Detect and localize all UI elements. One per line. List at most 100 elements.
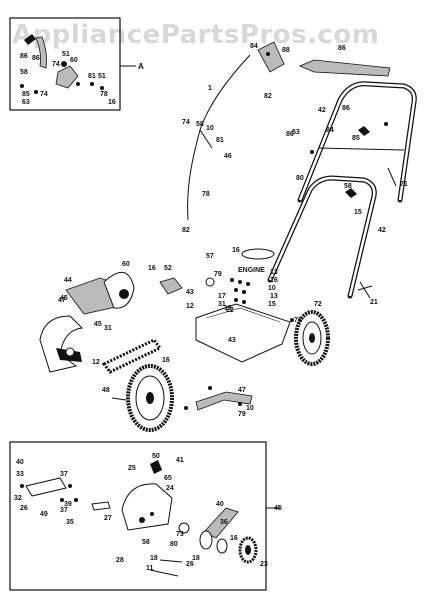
part-callout: 85 [352,135,360,142]
axle-bolt [111,397,127,401]
part-callout: 84 [326,127,334,134]
part-callout: 37 [60,507,68,514]
part-callout: 12 [92,359,100,366]
pulley [216,538,228,554]
part-callout: 22 [226,307,234,314]
engine-nut [234,288,238,292]
part-callout: 81 [216,137,224,144]
part-callout: 86 [338,45,346,52]
handle-bolt [384,122,388,126]
washer-part [100,86,104,90]
part-callout: 39 [64,501,72,508]
engine-nut [234,298,238,302]
engine-nut [246,282,250,286]
part-callout: 31 [218,301,226,308]
part-callout: 52 [164,265,172,272]
part-callout: 43 [186,289,194,296]
inset-frame [9,441,267,591]
part-callout: 37 [60,471,68,478]
guard-bolt [139,517,145,523]
part-callout: 46 [224,153,232,160]
rod [149,569,179,577]
part-callout: 80 [170,541,178,548]
screw-part [20,84,24,88]
part-callout: 58 [196,121,204,128]
part-callout: 53 [292,129,300,136]
shaft-washer [74,498,78,502]
part-callout: 86 [20,53,28,60]
part-callout: 44 [64,277,72,284]
part-callout: 47 [238,387,246,394]
part-callout: 78 [100,91,108,98]
wheel-bolt [359,281,371,299]
spring [159,559,183,563]
part-callout: 45 [60,295,68,302]
part-callout: 16 [232,247,240,254]
part-callout: 15 [268,301,276,308]
part-callout: 63 [22,99,30,106]
engine-nut [238,280,242,284]
part-callout: 40 [216,501,224,508]
part-callout: 51 [98,73,106,80]
handle-knob [358,126,370,136]
part-callout: 1 [208,85,212,92]
blade-arm [203,507,239,539]
part-callout: 16 [230,535,238,542]
part-callout: 26 [20,505,28,512]
throttle-control [257,41,285,73]
part-callout: 74 [182,119,190,126]
drive-belt [101,338,163,374]
handle-crossbar [317,147,405,151]
engine-label: ENGINE [238,267,265,274]
blade-guard [39,315,84,373]
part-callout: 58 [344,183,352,190]
bearing [178,522,190,534]
part-callout: 85 [22,91,30,98]
part-callout: 48 [102,387,110,394]
engine-pulley [205,277,215,287]
shaft-nut [20,484,24,488]
part-callout: 13 [270,269,278,276]
part-callout: 88 [282,47,290,54]
part-callout: 23 [260,561,268,568]
pulley-hub [119,289,129,299]
inset-letter: A [138,62,144,71]
part-callout: 72 [314,301,322,308]
part-callout: 57 [206,253,214,260]
handle-clip [357,285,373,291]
part-callout: 50 [152,453,160,460]
pulley [199,530,213,550]
engine-nut [242,300,246,304]
part-callout: 76 [294,317,302,324]
clip-part [24,34,36,45]
part-callout: 47 [58,297,66,304]
part-callout: 24 [166,485,174,492]
part-callout: 32 [14,495,22,502]
part-callout: 42 [318,107,326,114]
part-callout: 58 [20,69,28,76]
part-callout: 79 [238,411,246,418]
control-bolt [266,52,270,56]
part-callout: 16 [148,265,156,272]
part-callout: 16 [108,99,116,106]
engine-nut [242,290,246,294]
part-callout: 10 [268,285,276,292]
part-callout: 79 [214,271,222,278]
part-callout: 15 [354,209,362,216]
part-callout: 10 [246,405,254,412]
washer-part [90,82,94,86]
part-callout: 36 [220,519,228,526]
part-callout: 82 [182,227,190,234]
part-callout: 45 [274,505,282,512]
part-callout: 18 [150,555,158,562]
guard-bolt [150,512,154,516]
guard-spring [150,460,162,474]
part-callout: 10 [206,125,214,132]
axle-washer [184,406,188,410]
part-callout: 26 [186,561,194,568]
shaft-washer [60,498,64,502]
part-callout: 74 [40,91,48,98]
guard-bolt [65,347,75,357]
part-callout: 78 [202,191,210,198]
